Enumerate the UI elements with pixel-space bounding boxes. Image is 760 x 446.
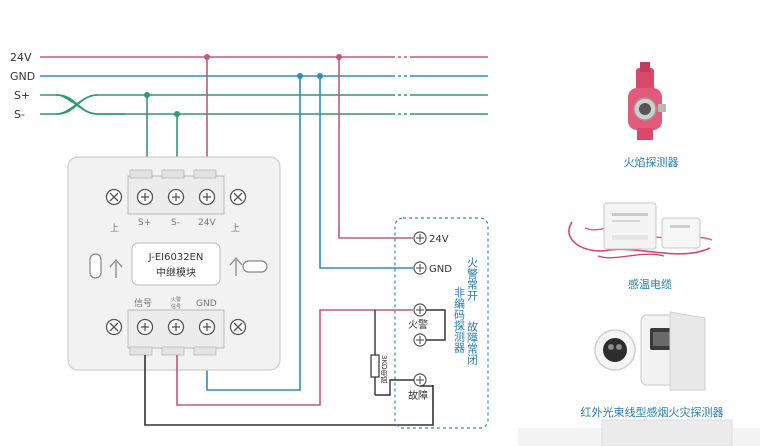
wire-signal-dark — [144, 355, 434, 426]
terminal-label-gnd: GND — [429, 264, 452, 275]
flame-detector-icon — [628, 62, 666, 140]
terminal-label-fault: 故障 — [408, 389, 428, 402]
resistor-label: 3KΩ电阻 — [380, 355, 388, 385]
right-slot — [242, 260, 268, 273]
top-label-sminus: S- — [171, 218, 180, 228]
top-label-24v: 24V — [198, 218, 216, 228]
product-label-beam-smoke: 红外光束线型感烟火灾探测器 — [581, 405, 724, 419]
relay-module: 上 上 S+ S- 24V J-EI6032EN 中继模块 信号 火警 信号 G… — [67, 156, 281, 371]
wire-signal-pink — [176, 309, 413, 406]
top-label-splus: S+ — [138, 218, 151, 228]
bottom-decor-panel — [601, 419, 733, 446]
bus-lines — [40, 56, 488, 115]
wire-gnd-detector — [319, 76, 413, 269]
up-arrow-icon — [229, 257, 243, 276]
detector-title-fault: 故障常闭 — [466, 320, 479, 366]
detector-title-fire: 火警常开 — [466, 257, 479, 302]
wire-fire-fault-loop — [426, 309, 446, 341]
module-name: 中继模块 — [156, 266, 196, 279]
bus-label-24v: 24V — [10, 51, 32, 64]
bottom-label-signal: 信号 — [134, 297, 152, 309]
beam-smoke-detector-icon — [594, 311, 706, 391]
detector-title-noncoded: 非编码探测器 — [453, 287, 466, 354]
bottom-small-label-2: 信号 — [171, 303, 181, 310]
bus-label-splus: S+ — [14, 89, 30, 102]
wire-24v-detector — [338, 57, 413, 239]
bus-label-sminus: S- — [14, 108, 25, 121]
bus-label-gnd: GND — [10, 70, 35, 83]
heat-cable-icon — [568, 202, 713, 259]
module-label-box — [131, 242, 221, 286]
top-up-right: 上 — [231, 223, 240, 234]
detector-box-outline — [394, 217, 489, 429]
bus-line-splus — [40, 94, 125, 115]
left-slot — [89, 253, 102, 279]
detector-box: 24V GND 火警 故障 3KΩ电阻 火警常开 故障常闭 非编码探测器 — [370, 217, 489, 429]
product-label-flame: 火焰探测器 — [624, 155, 679, 169]
bottom-label-gnd: GND — [196, 299, 217, 309]
top-up-left: 上 — [110, 223, 119, 234]
wire-gnd-module — [206, 76, 301, 391]
product-label-heat-cable: 感温电缆 — [628, 278, 672, 291]
resistor-icon — [370, 354, 380, 378]
terminal-label-fire: 火警 — [408, 318, 428, 331]
up-arrow-icon — [109, 259, 123, 278]
wire-resistor-to-fault — [375, 379, 414, 396]
terminal-label-24v: 24V — [429, 234, 449, 245]
module-model: J-EI6032EN — [148, 252, 204, 263]
bus-line-twist-b — [55, 94, 99, 115]
bottom-small-label: 火警 — [171, 296, 181, 303]
